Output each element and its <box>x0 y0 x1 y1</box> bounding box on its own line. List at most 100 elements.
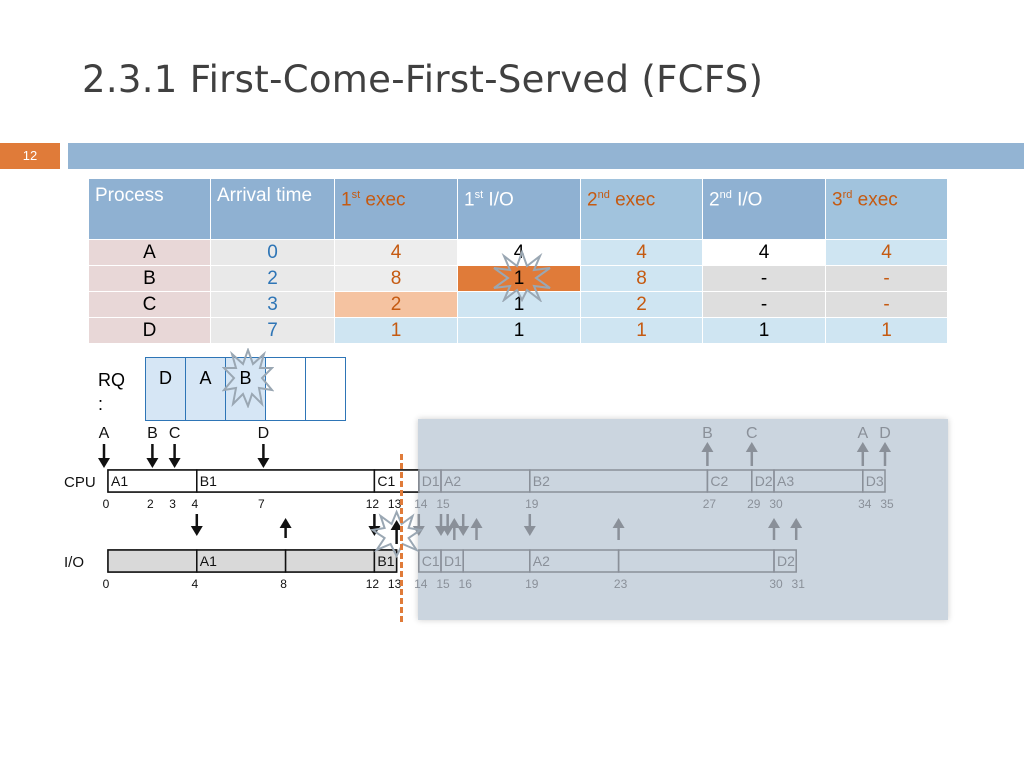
cpu-future-segment-label: D2 <box>755 473 773 489</box>
table-header-row: Process Arrival time 1st exec 1st I/O 2n… <box>88 178 948 240</box>
future-io-end-arrow-head <box>470 518 483 528</box>
io-tick: 0 <box>103 577 110 591</box>
cell-exec2: 1 <box>580 317 703 344</box>
header-io2: 2nd I/O <box>702 178 826 240</box>
cpu-future-tick: 14 <box>414 497 428 511</box>
table-row: D 7 1 1 1 1 1 <box>88 317 948 344</box>
table-row: B 2 8 1 8 - - <box>88 265 948 292</box>
header-exec1: 1st exec <box>334 178 458 240</box>
arrival-label: C <box>169 425 181 442</box>
rq-slot: D <box>145 357 186 421</box>
starburst-icon <box>222 348 274 408</box>
cpu-future-tick: 27 <box>703 497 717 511</box>
cell-exec1-highlighted: 2 <box>334 291 458 318</box>
cell-arrival: 3 <box>210 291 335 318</box>
cell-io1: 1 <box>457 317 581 344</box>
io-future-tick: 15 <box>436 577 450 591</box>
header-process: Process <box>88 178 211 240</box>
header-io1: 1st I/O <box>457 178 581 240</box>
io-future-segment-label: C1 <box>422 553 440 569</box>
cpu-row-label: CPU <box>64 474 96 491</box>
cpu-future-tick: 15 <box>436 497 450 511</box>
current-io-arrow-head <box>390 520 403 530</box>
cpu-future-segment <box>862 469 886 493</box>
io-segment <box>107 549 198 573</box>
io-future-tick: 31 <box>792 577 806 591</box>
io-tick: 8 <box>280 577 287 591</box>
cpu-future-segment-label: A3 <box>777 473 794 489</box>
cell-process: B <box>88 265 211 292</box>
cell-exec3: 4 <box>825 239 948 266</box>
io-future-tick: 16 <box>459 577 473 591</box>
cell-process: A <box>88 239 211 266</box>
cell-exec2: 4 <box>580 239 703 266</box>
cpu-future-tick: 30 <box>769 497 783 511</box>
arrival-label: A <box>99 425 110 442</box>
future-io-start-arrow-head <box>523 526 536 536</box>
header-exec3: 3rd exec <box>825 178 948 240</box>
io-future-tick: 19 <box>525 577 539 591</box>
arrival-label: D <box>258 425 270 442</box>
future-io-end-arrow-head <box>790 518 803 528</box>
cell-io1-highlighted: 1 <box>457 265 581 292</box>
cpu-tick: 3 <box>169 497 176 511</box>
cell-exec1: 4 <box>334 239 458 266</box>
future-arrival-label: B <box>702 425 713 442</box>
future-arrival-label: D <box>879 425 891 442</box>
cpu-tick: 4 <box>191 497 198 511</box>
future-arrival-arrow-head <box>879 442 891 452</box>
io-row-label: I/O <box>64 554 84 571</box>
cell-arrival: 2 <box>210 265 335 292</box>
cell-arrival: 0 <box>210 239 335 266</box>
future-io-end-arrow-head <box>612 518 625 528</box>
cell-arrival: 7 <box>210 317 335 344</box>
io-start-arrow-head <box>190 526 203 536</box>
rq-slot: A <box>185 357 226 421</box>
cpu-segment <box>196 469 376 493</box>
io-future-segment-label: D2 <box>777 553 795 569</box>
io-future-tick: 30 <box>769 577 783 591</box>
future-arrival-label: A <box>857 425 868 442</box>
cpu-segment-label: B1 <box>200 473 217 489</box>
slide-number: 12 <box>0 143 60 169</box>
io-tick: 12 <box>366 577 380 591</box>
io-future-tick: 23 <box>614 577 628 591</box>
io-tick: 13 <box>388 577 402 591</box>
cpu-future-tick: 19 <box>525 497 539 511</box>
arrival-arrow-head <box>146 458 159 468</box>
cpu-future-segment <box>529 469 709 493</box>
cpu-future-segment-label: D3 <box>866 473 884 489</box>
cell-io2: 1 <box>702 317 826 344</box>
header-bar <box>68 143 1024 169</box>
cpu-tick: 13 <box>388 497 402 511</box>
future-io-start-arrow-head <box>457 526 470 536</box>
io-future-segment <box>617 549 775 573</box>
io-future-segment-label: D1 <box>444 553 462 569</box>
cpu-future-segment-label: A2 <box>444 473 461 489</box>
cell-process: C <box>88 291 211 318</box>
future-timeline-overlay <box>418 419 948 620</box>
rq-colon: : <box>98 394 104 414</box>
cpu-future-segment-label: D1 <box>422 473 440 489</box>
header-arrival: Arrival time <box>210 178 335 240</box>
cpu-tick: 2 <box>147 497 154 511</box>
future-io-start-arrow-head <box>441 526 454 536</box>
cell-exec3: 1 <box>825 317 948 344</box>
cell-exec1: 1 <box>334 317 458 344</box>
table-row: A 0 4 4 4 4 4 <box>88 239 948 266</box>
arrival-arrow-head <box>98 458 110 468</box>
future-arrival-arrow-head <box>856 442 869 452</box>
future-arrival-label: C <box>746 425 758 442</box>
rq-text: RQ <box>98 370 125 390</box>
cpu-tick: 7 <box>258 497 265 511</box>
ready-queue-label: RQ : <box>98 368 125 416</box>
cpu-future-tick: 29 <box>747 497 761 511</box>
cpu-future-segment-label: C2 <box>710 473 728 489</box>
current-time-marker <box>400 454 403 622</box>
cpu-future-tick: 35 <box>880 497 894 511</box>
io-future-segment <box>462 549 531 573</box>
cpu-segment-label: C1 <box>377 473 395 489</box>
cpu-segment-label: A1 <box>111 473 128 489</box>
io-tick: 4 <box>191 577 198 591</box>
